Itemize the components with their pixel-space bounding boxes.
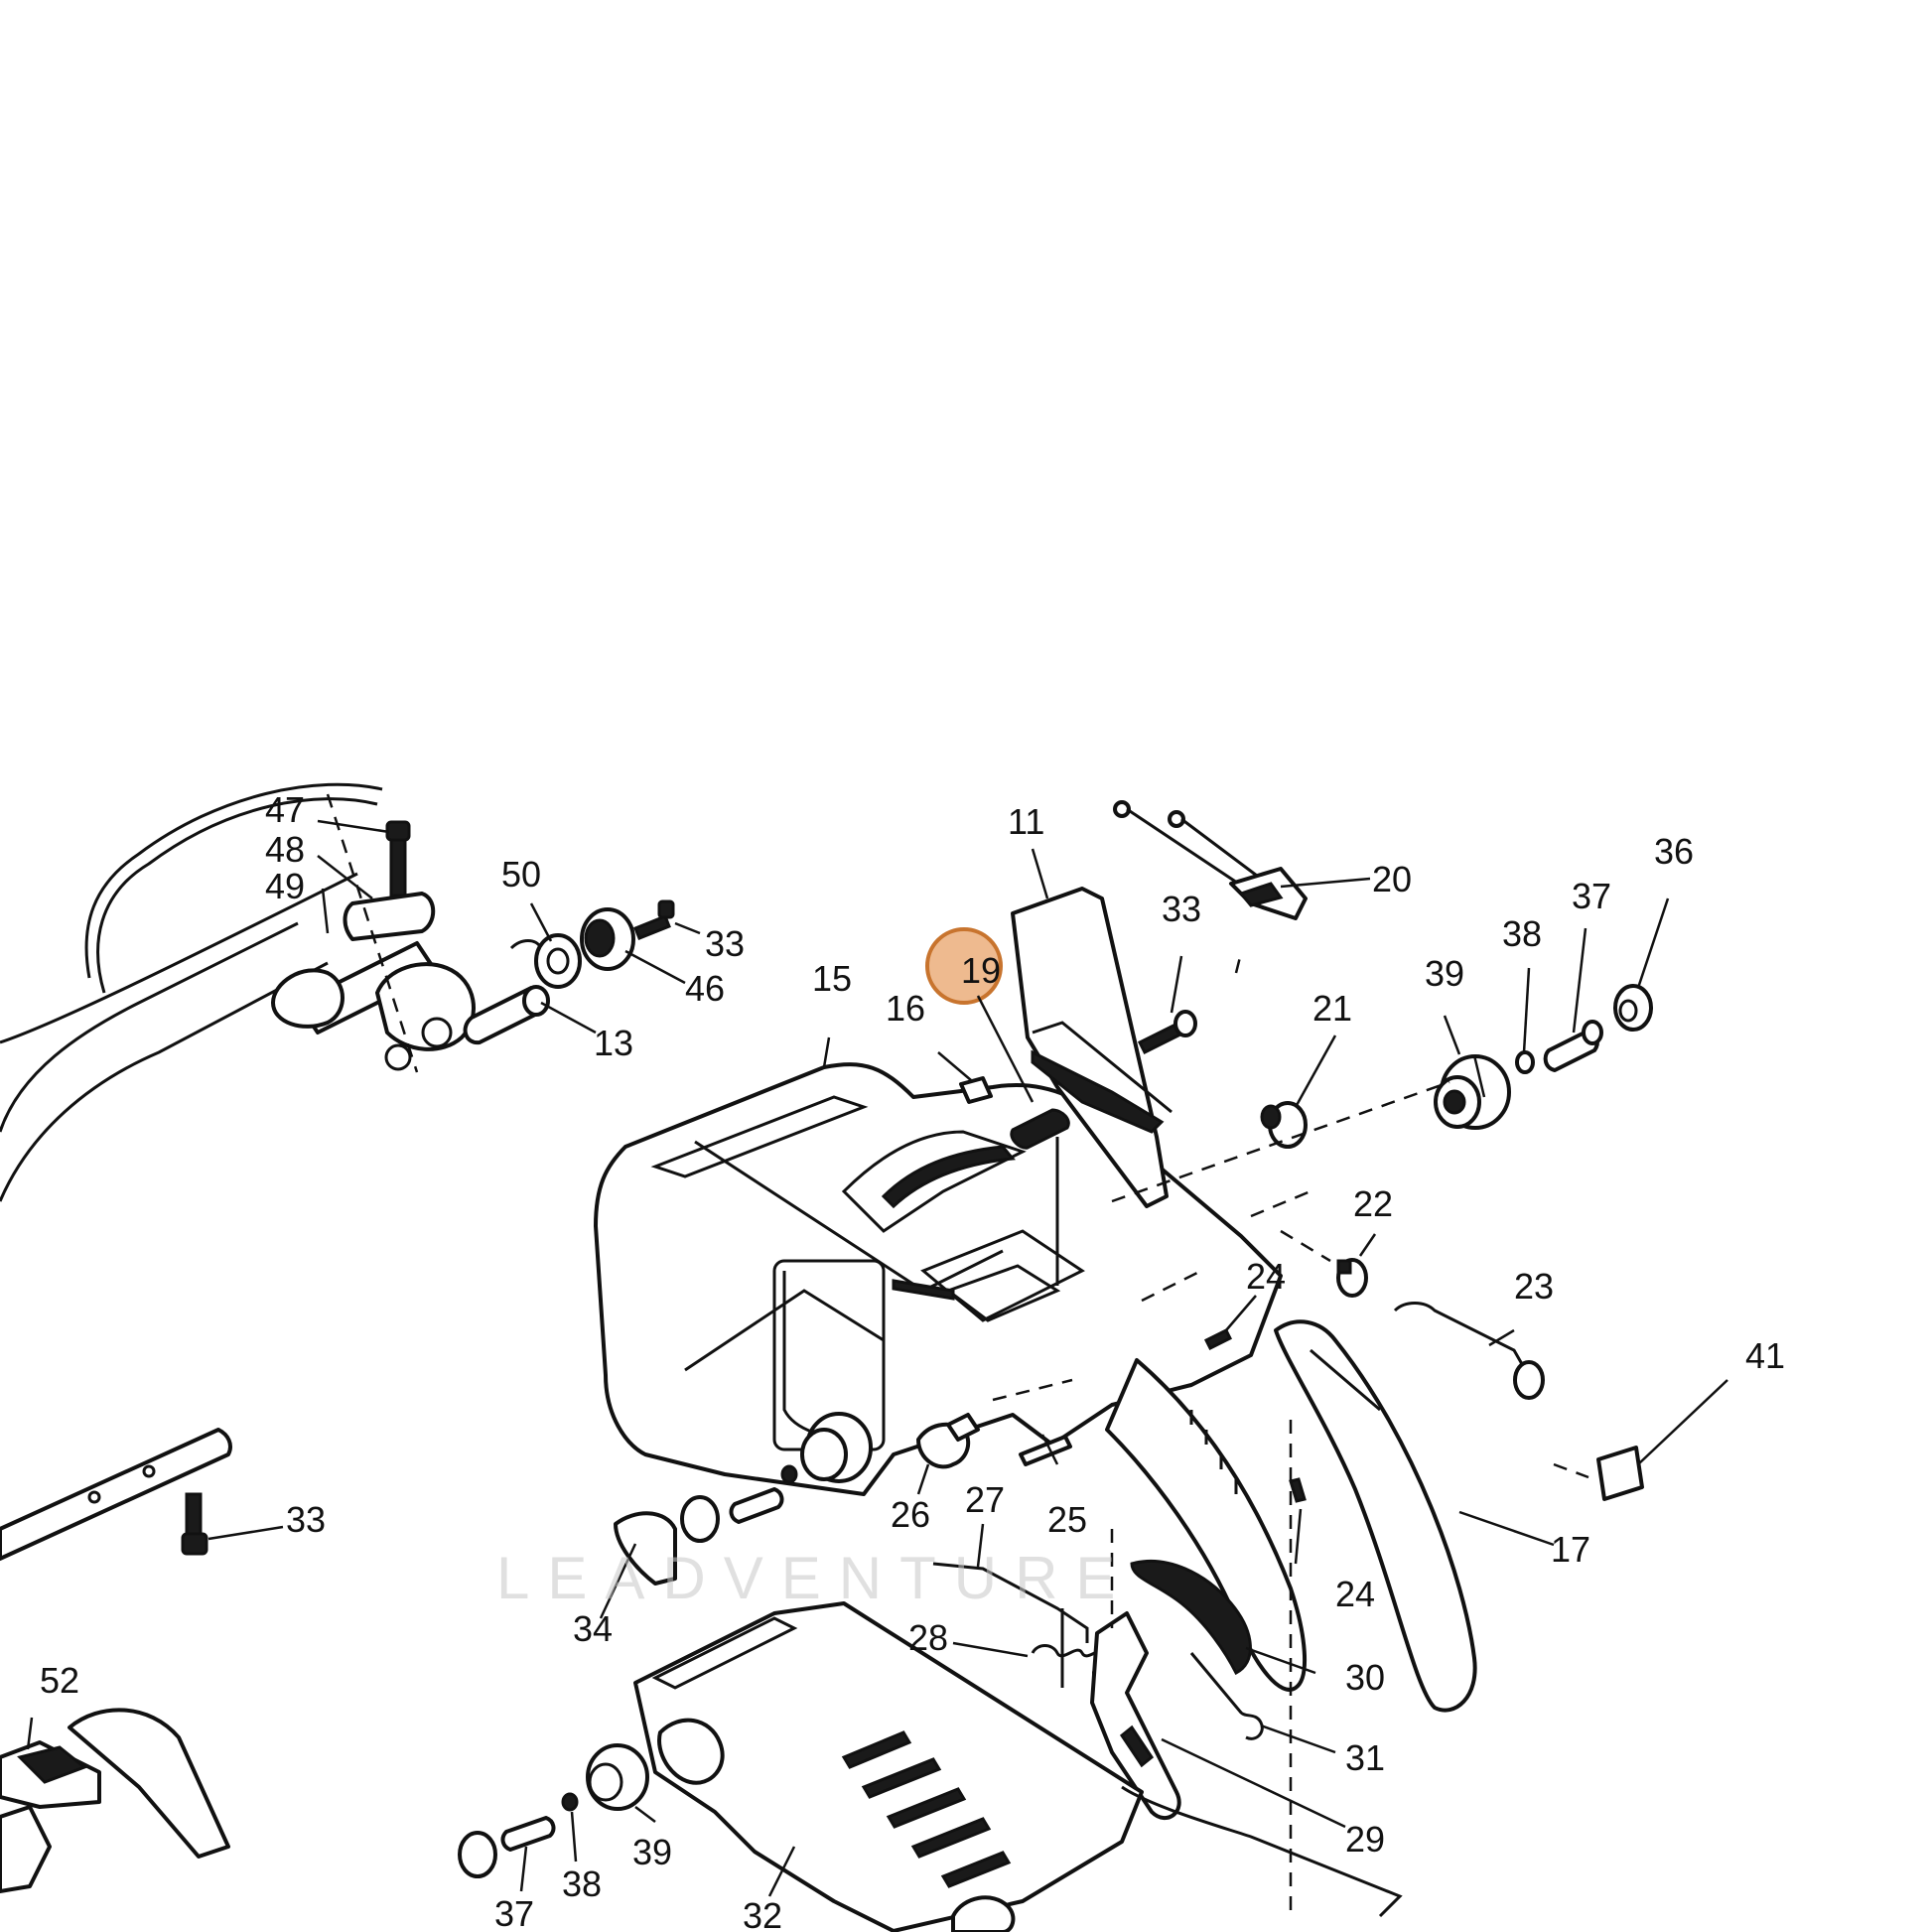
base-part-32: [633, 1601, 1403, 1932]
leader-lines: [26, 819, 1728, 1897]
callout-28: 28: [908, 1617, 948, 1658]
callout-34: 34: [573, 1608, 613, 1649]
callout-25: 25: [1047, 1499, 1087, 1540]
callout-48: 48: [265, 829, 305, 870]
callout-26: 26: [891, 1494, 930, 1535]
damper-part-39-lower: [586, 1743, 649, 1811]
trigger-part-20: [1113, 800, 1308, 920]
pin-part-24-lower: [1289, 1477, 1307, 1503]
callout-23: 23: [1514, 1266, 1554, 1307]
clamp-parts-47-48: [343, 820, 436, 941]
watermark: LEADVENTURE: [496, 1545, 1133, 1611]
pin-part-37-right: [1543, 1020, 1603, 1072]
callout-15: 15: [812, 958, 852, 999]
assembly-axes: [326, 793, 1450, 1916]
washer-part-38-right: [1515, 1050, 1535, 1074]
callout-27: 27: [965, 1479, 1005, 1520]
bushing-part-22: [1336, 1258, 1368, 1298]
cap-part-36: [1613, 984, 1653, 1032]
handle-bar-part-49: [0, 782, 476, 1202]
callout-32: 32: [743, 1895, 782, 1932]
cap-part-center: [680, 1495, 720, 1543]
damper-part-39-center: [800, 1412, 873, 1483]
pin-part-24-upper: [1203, 1327, 1233, 1351]
callout-11: 11: [1008, 801, 1044, 842]
callout-37-lower: 37: [494, 1893, 534, 1932]
damper-part-21: [1260, 1101, 1308, 1149]
screw-part-33-right: [1137, 1010, 1197, 1055]
callout-50: 50: [501, 854, 541, 895]
pin-part-25: [1019, 1435, 1072, 1466]
callout-38-lower: 38: [562, 1863, 602, 1904]
lever-part-11: [1011, 887, 1173, 1208]
callout-39-lower: 39: [632, 1832, 672, 1872]
callout-52: 52: [40, 1660, 79, 1701]
callout-39-right: 39: [1425, 953, 1464, 994]
highlight-marker[interactable]: [925, 927, 1003, 1005]
callout-24-upper: 24: [1246, 1256, 1286, 1297]
callout-16: 16: [886, 988, 925, 1029]
grommet-part-34: [614, 1511, 677, 1586]
callout-labels: 11 13 15 16 17 19 20 21 22 23 24 24 25 2…: [40, 789, 1785, 1932]
washer-part-38-center: [780, 1464, 798, 1484]
handle-cover-part-17: [1274, 1319, 1477, 1713]
bracket-part-52: [0, 1708, 230, 1893]
callout-24-lower: 24: [1335, 1574, 1375, 1614]
rear-handle-arm: [1105, 1358, 1307, 1692]
callout-29: 29: [1345, 1819, 1385, 1860]
front-plate: [0, 1428, 232, 1561]
base-grid: [841, 1730, 1012, 1888]
washer-part-38-lower: [561, 1792, 579, 1812]
callout-22: 22: [1353, 1183, 1393, 1224]
trigger-part-30: [1130, 1559, 1252, 1676]
callout-21: 21: [1312, 988, 1352, 1029]
callout-37-right: 37: [1572, 876, 1611, 916]
callout-49: 49: [265, 866, 305, 906]
callout-46: 46: [685, 968, 725, 1009]
damper-part-39-right: [1434, 1054, 1511, 1130]
callout-38-right: 38: [1502, 913, 1542, 954]
screw-part-33-top: [633, 899, 675, 940]
main-housing-part-15: [594, 1062, 1283, 1496]
spring-part-31: [1189, 1652, 1264, 1740]
callout-30: 30: [1345, 1657, 1385, 1698]
callout-19[interactable]: 19: [961, 950, 1001, 991]
label-part-41: [1553, 1446, 1644, 1501]
callout-17: 17: [1551, 1529, 1590, 1570]
callout-33-right: 33: [1162, 889, 1201, 929]
spring-part-23: [1393, 1302, 1545, 1400]
cap-part-lower: [458, 1831, 497, 1878]
spring-part-50: [509, 933, 582, 989]
pad-part-19: [1010, 1108, 1070, 1286]
fitting-part-26: [916, 1413, 980, 1469]
pin-part-37-center: [729, 1487, 784, 1524]
pin-part-13: [463, 985, 550, 1045]
callout-41: 41: [1745, 1335, 1785, 1376]
wire-part-27: [932, 1562, 1089, 1643]
plate-part-16: [959, 1076, 993, 1104]
callout-33-left: 33: [286, 1499, 326, 1540]
callout-33-top: 33: [705, 923, 745, 964]
callout-31: 31: [1345, 1737, 1385, 1778]
bushing-part-46: [580, 907, 635, 971]
callout-36: 36: [1654, 831, 1694, 872]
pin-part-37-lower: [500, 1816, 556, 1852]
callout-47: 47: [265, 789, 305, 830]
screw-part-33-left: [181, 1492, 208, 1556]
callout-20: 20: [1372, 859, 1412, 899]
callout-13: 13: [594, 1023, 633, 1063]
